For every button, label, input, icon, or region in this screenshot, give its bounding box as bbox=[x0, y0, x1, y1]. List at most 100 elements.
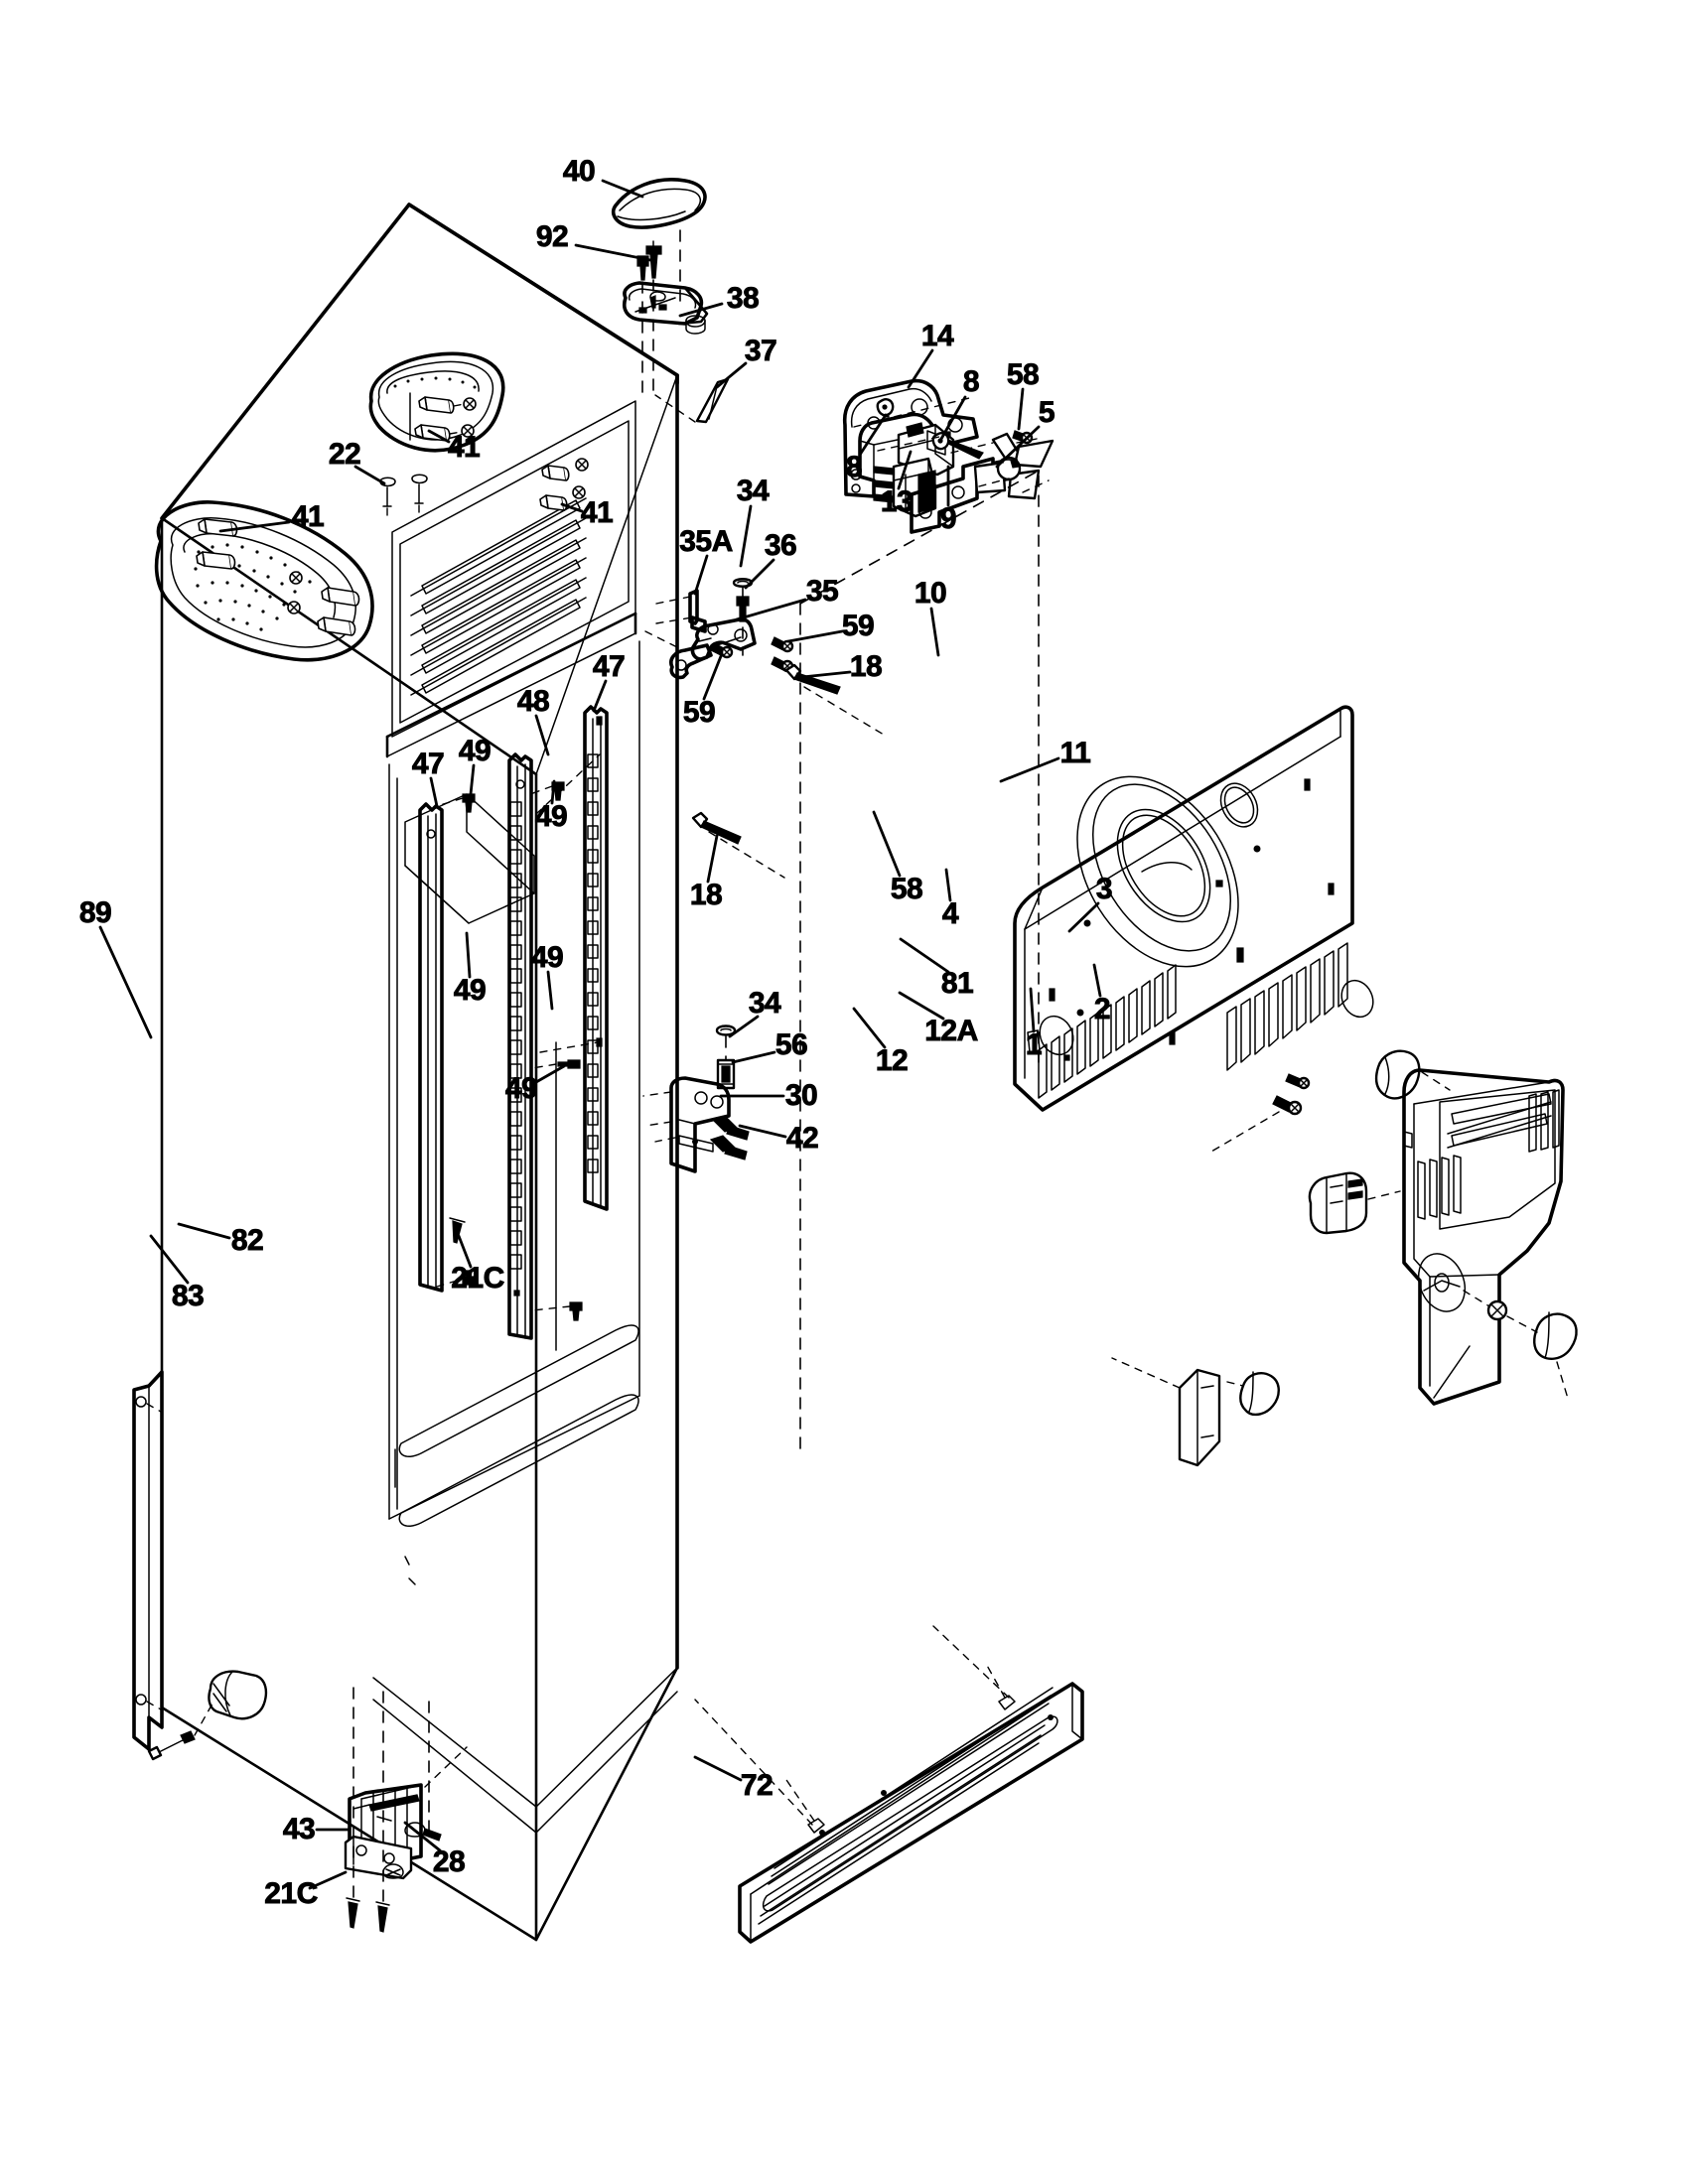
callout-83: 83 bbox=[171, 1280, 205, 1312]
leader-line-12 bbox=[852, 1007, 887, 1049]
callout-49: 49 bbox=[534, 800, 568, 833]
part-37-hinge-pin-spacer bbox=[695, 377, 730, 424]
callout-3: 3 bbox=[1095, 873, 1113, 905]
callout-56: 56 bbox=[774, 1028, 808, 1061]
leader-line-58 bbox=[872, 810, 902, 878]
callout-58: 58 bbox=[890, 873, 923, 905]
leader-line-47 bbox=[592, 679, 608, 713]
leader-line-40 bbox=[601, 179, 644, 199]
callout-5: 5 bbox=[1038, 396, 1055, 429]
part-21C-screws-lower bbox=[346, 1897, 390, 1933]
leader-line-5 bbox=[995, 425, 1041, 469]
leader-line-35a bbox=[693, 554, 709, 596]
callout-12: 12 bbox=[875, 1044, 909, 1077]
part-40-hinge-cover-cap bbox=[611, 178, 707, 229]
leader-line-49 bbox=[550, 779, 556, 805]
leader-line-92 bbox=[574, 243, 652, 262]
callout-10: 10 bbox=[914, 577, 947, 610]
callout-49: 49 bbox=[453, 974, 487, 1007]
part-2-screw-cap-plug bbox=[1533, 1311, 1578, 1360]
leader-line-41 bbox=[560, 502, 584, 513]
leader-line-11 bbox=[999, 756, 1060, 783]
callout-34: 34 bbox=[736, 475, 770, 507]
part-81-duct-mounting-screw bbox=[1272, 1095, 1303, 1116]
callout-82: 82 bbox=[230, 1224, 264, 1257]
callout-12a: 12A bbox=[924, 1015, 979, 1047]
leader-line-58 bbox=[1017, 387, 1025, 431]
part-47-shelf-ladder-left bbox=[418, 802, 444, 1293]
leader-line-37 bbox=[715, 361, 748, 389]
callout-18: 18 bbox=[849, 650, 883, 683]
callout-leaders bbox=[98, 179, 1102, 1890]
cabinet-bottom-rail bbox=[372, 1667, 678, 1834]
callout-49: 49 bbox=[530, 941, 564, 974]
leader-line-59 bbox=[786, 629, 844, 643]
callout-41: 41 bbox=[447, 431, 481, 464]
callout-9: 9 bbox=[939, 502, 957, 535]
leader-line-49 bbox=[465, 931, 472, 979]
callout-11: 11 bbox=[1059, 737, 1091, 769]
leader-line-18 bbox=[706, 834, 719, 884]
leader-line-28 bbox=[403, 1821, 442, 1852]
leader-line-8 bbox=[858, 413, 888, 457]
part-89-rear-mounting-bracket bbox=[132, 1370, 164, 1751]
part-38-top-hinge-plate bbox=[623, 281, 709, 335]
callout-30: 30 bbox=[784, 1079, 818, 1112]
callout-72: 72 bbox=[740, 1769, 774, 1802]
callout-35: 35 bbox=[805, 575, 839, 608]
part-72-base-grille bbox=[738, 1682, 1084, 1944]
leader-line-82 bbox=[177, 1222, 231, 1240]
callout-48: 48 bbox=[516, 685, 550, 718]
leader-line-48 bbox=[534, 714, 550, 756]
leader-line-3 bbox=[1067, 901, 1100, 933]
callout-8: 8 bbox=[962, 365, 980, 398]
leader-line-42 bbox=[738, 1124, 787, 1139]
leader-line-35 bbox=[735, 598, 807, 621]
leader-line-10 bbox=[929, 607, 940, 657]
leader-line-41 bbox=[218, 520, 291, 533]
callout-41: 41 bbox=[291, 500, 325, 533]
callout-40: 40 bbox=[562, 155, 596, 188]
part-3-cover-screw bbox=[1486, 1299, 1508, 1321]
leader-line-72 bbox=[693, 1755, 743, 1782]
leader-line-4 bbox=[944, 868, 952, 902]
leader-line-47 bbox=[429, 776, 439, 808]
leader-line-1 bbox=[1029, 987, 1036, 1033]
callout-49: 49 bbox=[458, 735, 492, 767]
part-1-air-duct-cover bbox=[1402, 1068, 1565, 1406]
part-4-light-socket bbox=[1308, 1171, 1368, 1235]
part-14-fan-motor-bracket bbox=[842, 378, 979, 498]
leader-line-13 bbox=[897, 450, 913, 490]
callout-14: 14 bbox=[920, 320, 954, 352]
callout-92: 92 bbox=[535, 220, 569, 253]
callout-43: 43 bbox=[282, 1813, 316, 1845]
callout-28: 28 bbox=[432, 1845, 466, 1878]
callout-59: 59 bbox=[682, 696, 716, 729]
part-12A-baffle-plug-cap bbox=[1239, 1371, 1280, 1417]
callout-4: 4 bbox=[941, 897, 959, 930]
callout-8: 8 bbox=[845, 451, 863, 483]
callout-2: 2 bbox=[1093, 993, 1111, 1025]
leader-line-83 bbox=[149, 1234, 190, 1285]
leader-line-36 bbox=[744, 558, 775, 590]
part-5-evaporator-fan-blade bbox=[973, 432, 1055, 500]
crisper-drawers bbox=[394, 1324, 639, 1585]
callout-13: 13 bbox=[880, 485, 914, 518]
part-82-roller-wheel bbox=[208, 1670, 268, 1720]
deli-shelf bbox=[404, 793, 535, 924]
callout-41: 41 bbox=[580, 496, 614, 529]
part-42-hinge-bolts bbox=[709, 1115, 750, 1160]
callout-21c: 21C bbox=[264, 1877, 319, 1910]
leader-line-49 bbox=[534, 1064, 566, 1084]
part-58-screw-lower bbox=[1285, 1073, 1311, 1090]
part-21C-screw-upper bbox=[449, 1217, 466, 1244]
callout-21c: 21C bbox=[451, 1262, 505, 1295]
leader-line-2 bbox=[1092, 963, 1102, 998]
part-11-duct-plug-button bbox=[1374, 1049, 1421, 1100]
callout-42: 42 bbox=[785, 1122, 819, 1155]
part-41-grommets-right bbox=[539, 458, 589, 511]
callout-36: 36 bbox=[764, 529, 797, 562]
callout-81: 81 bbox=[940, 967, 974, 1000]
part-34-hinge-washer bbox=[715, 1024, 737, 1036]
